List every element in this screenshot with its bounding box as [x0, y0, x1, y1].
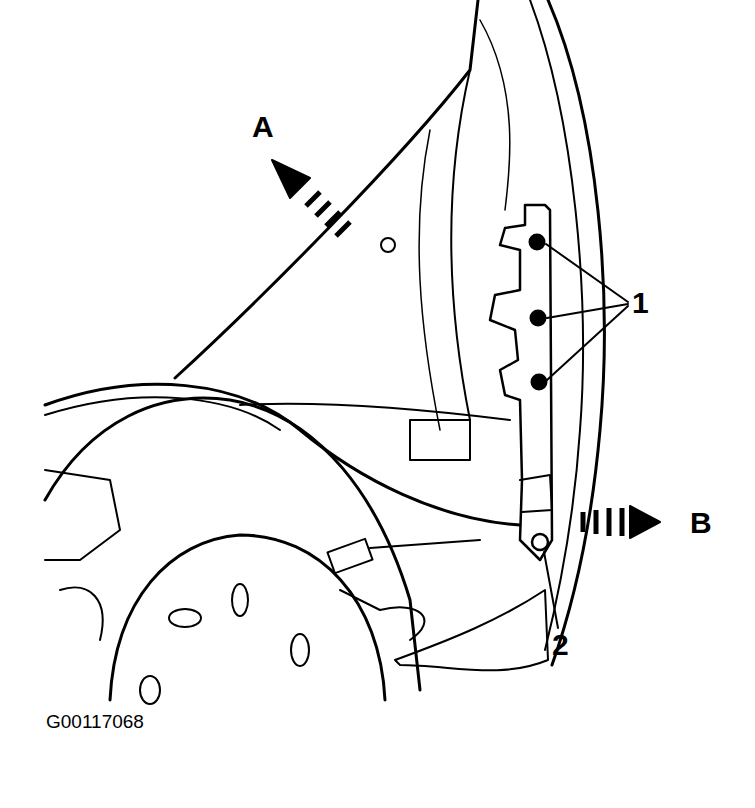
- bolt: [530, 235, 544, 249]
- figure-code: G00117068: [46, 712, 144, 731]
- connector: [327, 539, 372, 573]
- bracket: [490, 205, 552, 560]
- wheel-arch: [45, 384, 520, 525]
- tire: [45, 398, 420, 690]
- wheel-hole: [140, 676, 160, 704]
- panel-hole: [381, 238, 395, 252]
- inner-panel-line: [480, 20, 510, 210]
- wheel-hole: [232, 584, 248, 616]
- wheel-hole: [169, 609, 201, 627]
- direction-arrow: [583, 506, 660, 538]
- callout-number: 1: [632, 288, 649, 318]
- suspension-part: [45, 470, 120, 560]
- body-edge: [548, 0, 604, 665]
- liner-edge: [395, 590, 548, 670]
- direction-letter: B: [690, 508, 712, 538]
- bracket-tab: [520, 475, 552, 512]
- bolt: [532, 375, 546, 389]
- inner-panel-line: [419, 130, 440, 430]
- bolt: [532, 534, 548, 550]
- callout-number: 2: [552, 630, 569, 660]
- wire: [340, 540, 480, 640]
- inner-panel: [451, 70, 470, 420]
- leader-line: [544, 552, 558, 628]
- leader-line: [546, 244, 628, 380]
- brake-hose: [60, 587, 103, 640]
- fender-edge: [175, 0, 478, 378]
- bolt: [531, 311, 545, 325]
- direction-arrow: [272, 160, 350, 236]
- direction-letter: A: [252, 112, 274, 142]
- body-edge-inner: [530, 0, 583, 650]
- inner-box: [410, 420, 470, 460]
- wheel-hole: [291, 634, 309, 666]
